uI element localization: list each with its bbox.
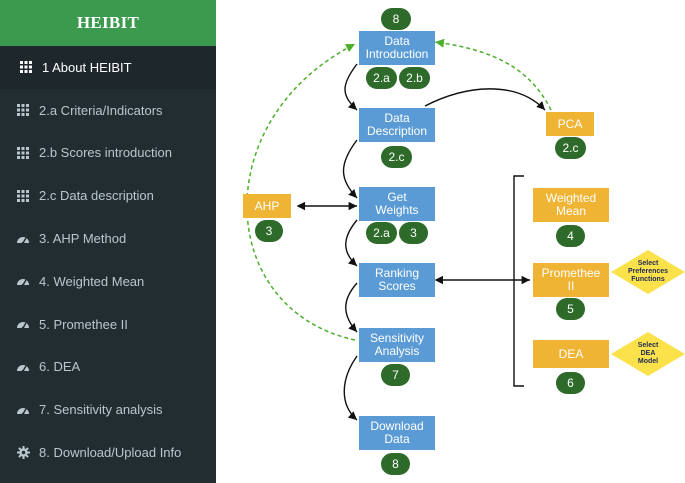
step-badge-6: 6 [556,372,585,394]
step-badge-2a: 2.a [366,67,397,89]
gear-icon [16,446,30,460]
sidebar-item-label: 6. DEA [39,359,81,375]
dashed-feedback-arrow [246,43,356,341]
dashboard-icon [16,403,30,417]
step-badge-4: 4 [556,225,585,247]
top-step-badge: 8 [381,8,411,30]
ahp-label: AHP [254,198,280,213]
sidebar-item-about[interactable]: 1 About HEIBIT [0,46,216,89]
step-badge-7: 7 [381,364,410,386]
dea-label: DEA [558,346,584,361]
grid-icon [16,189,30,203]
pca-box[interactable]: PCA [546,112,594,136]
sidebar-item-label: 2.c Data description [39,188,154,204]
sidebar-item-label: 8. Download/Upload Info [39,445,182,461]
arrow-weights-to-ranking [345,219,358,267]
grid-icon [16,103,30,117]
step-badge-2a: 2.a [366,222,397,244]
sidebar-item-criteria[interactable]: 2.a Criteria/Indicators [0,89,216,132]
sidebar-item-label: 3. AHP Method [39,231,127,247]
sidebar-item-weighted-mean[interactable]: 4. Weighted Mean [0,260,216,303]
arrow-sensitivity-to-download [343,355,358,421]
sidebar: HEIBIT 1 About HEIBIT 2.a Criteria/Indic… [0,0,216,483]
step-badge-2b: 2.b [399,67,430,89]
sidebar-item-promethee[interactable]: 5. Promethee II [0,303,216,346]
step-badge-2c: 2.c [381,146,412,168]
step-badge-2c: 2.c [555,137,586,159]
ahp-box[interactable]: AHP [243,194,291,218]
pca-label: PCA [557,116,583,131]
dea-box[interactable]: DEA [533,340,609,368]
sidebar-item-label: 4. Weighted Mean [39,273,145,289]
sidebar-item-label: 1 About HEIBIT [42,59,132,75]
sidebar-item-dea[interactable]: 6. DEA [0,346,216,389]
sidebar-item-label: 7. Sensitivity analysis [39,402,163,418]
grid-icon [16,146,30,160]
arrow-description-to-pca [424,88,546,111]
dashboard-icon [16,360,30,374]
dashboard-icon [16,317,30,331]
step-badge-3: 3 [399,222,428,244]
sidebar-item-download[interactable]: 8. Download/Upload Info [0,431,216,474]
diagram-connectors [246,38,552,421]
arrow-ranking-to-sensitivity [345,282,358,333]
sidebar-item-sensitivity[interactable]: 7. Sensitivity analysis [0,388,216,431]
arrow-description-to-weights [342,139,358,199]
dashboard-icon [16,274,30,288]
step-badge-3: 3 [255,220,283,242]
arrow-intro-to-description [344,63,358,111]
sidebar-item-scores[interactable]: 2.b Scores introduction [0,132,216,175]
methods-bracket [513,175,524,387]
sidebar-item-label: 2.b Scores introduction [39,145,172,161]
sidebar-menu: 1 About HEIBIT 2.a Criteria/Indicators 2… [0,46,216,474]
dashboard-icon [16,232,30,246]
sidebar-item-ahp[interactable]: 3. AHP Method [0,217,216,260]
dashed-pca-arrow [434,38,552,111]
sidebar-item-data-description[interactable]: 2.c Data description [0,174,216,217]
sidebar-item-label: 5. Promethee II [39,316,128,332]
sidebar-item-label: 2.a Criteria/Indicators [39,102,163,118]
step-badge-5: 5 [556,298,585,320]
step-badge-8: 8 [381,453,410,475]
brand-logo[interactable]: HEIBIT [0,0,216,46]
grid-icon [19,60,33,74]
